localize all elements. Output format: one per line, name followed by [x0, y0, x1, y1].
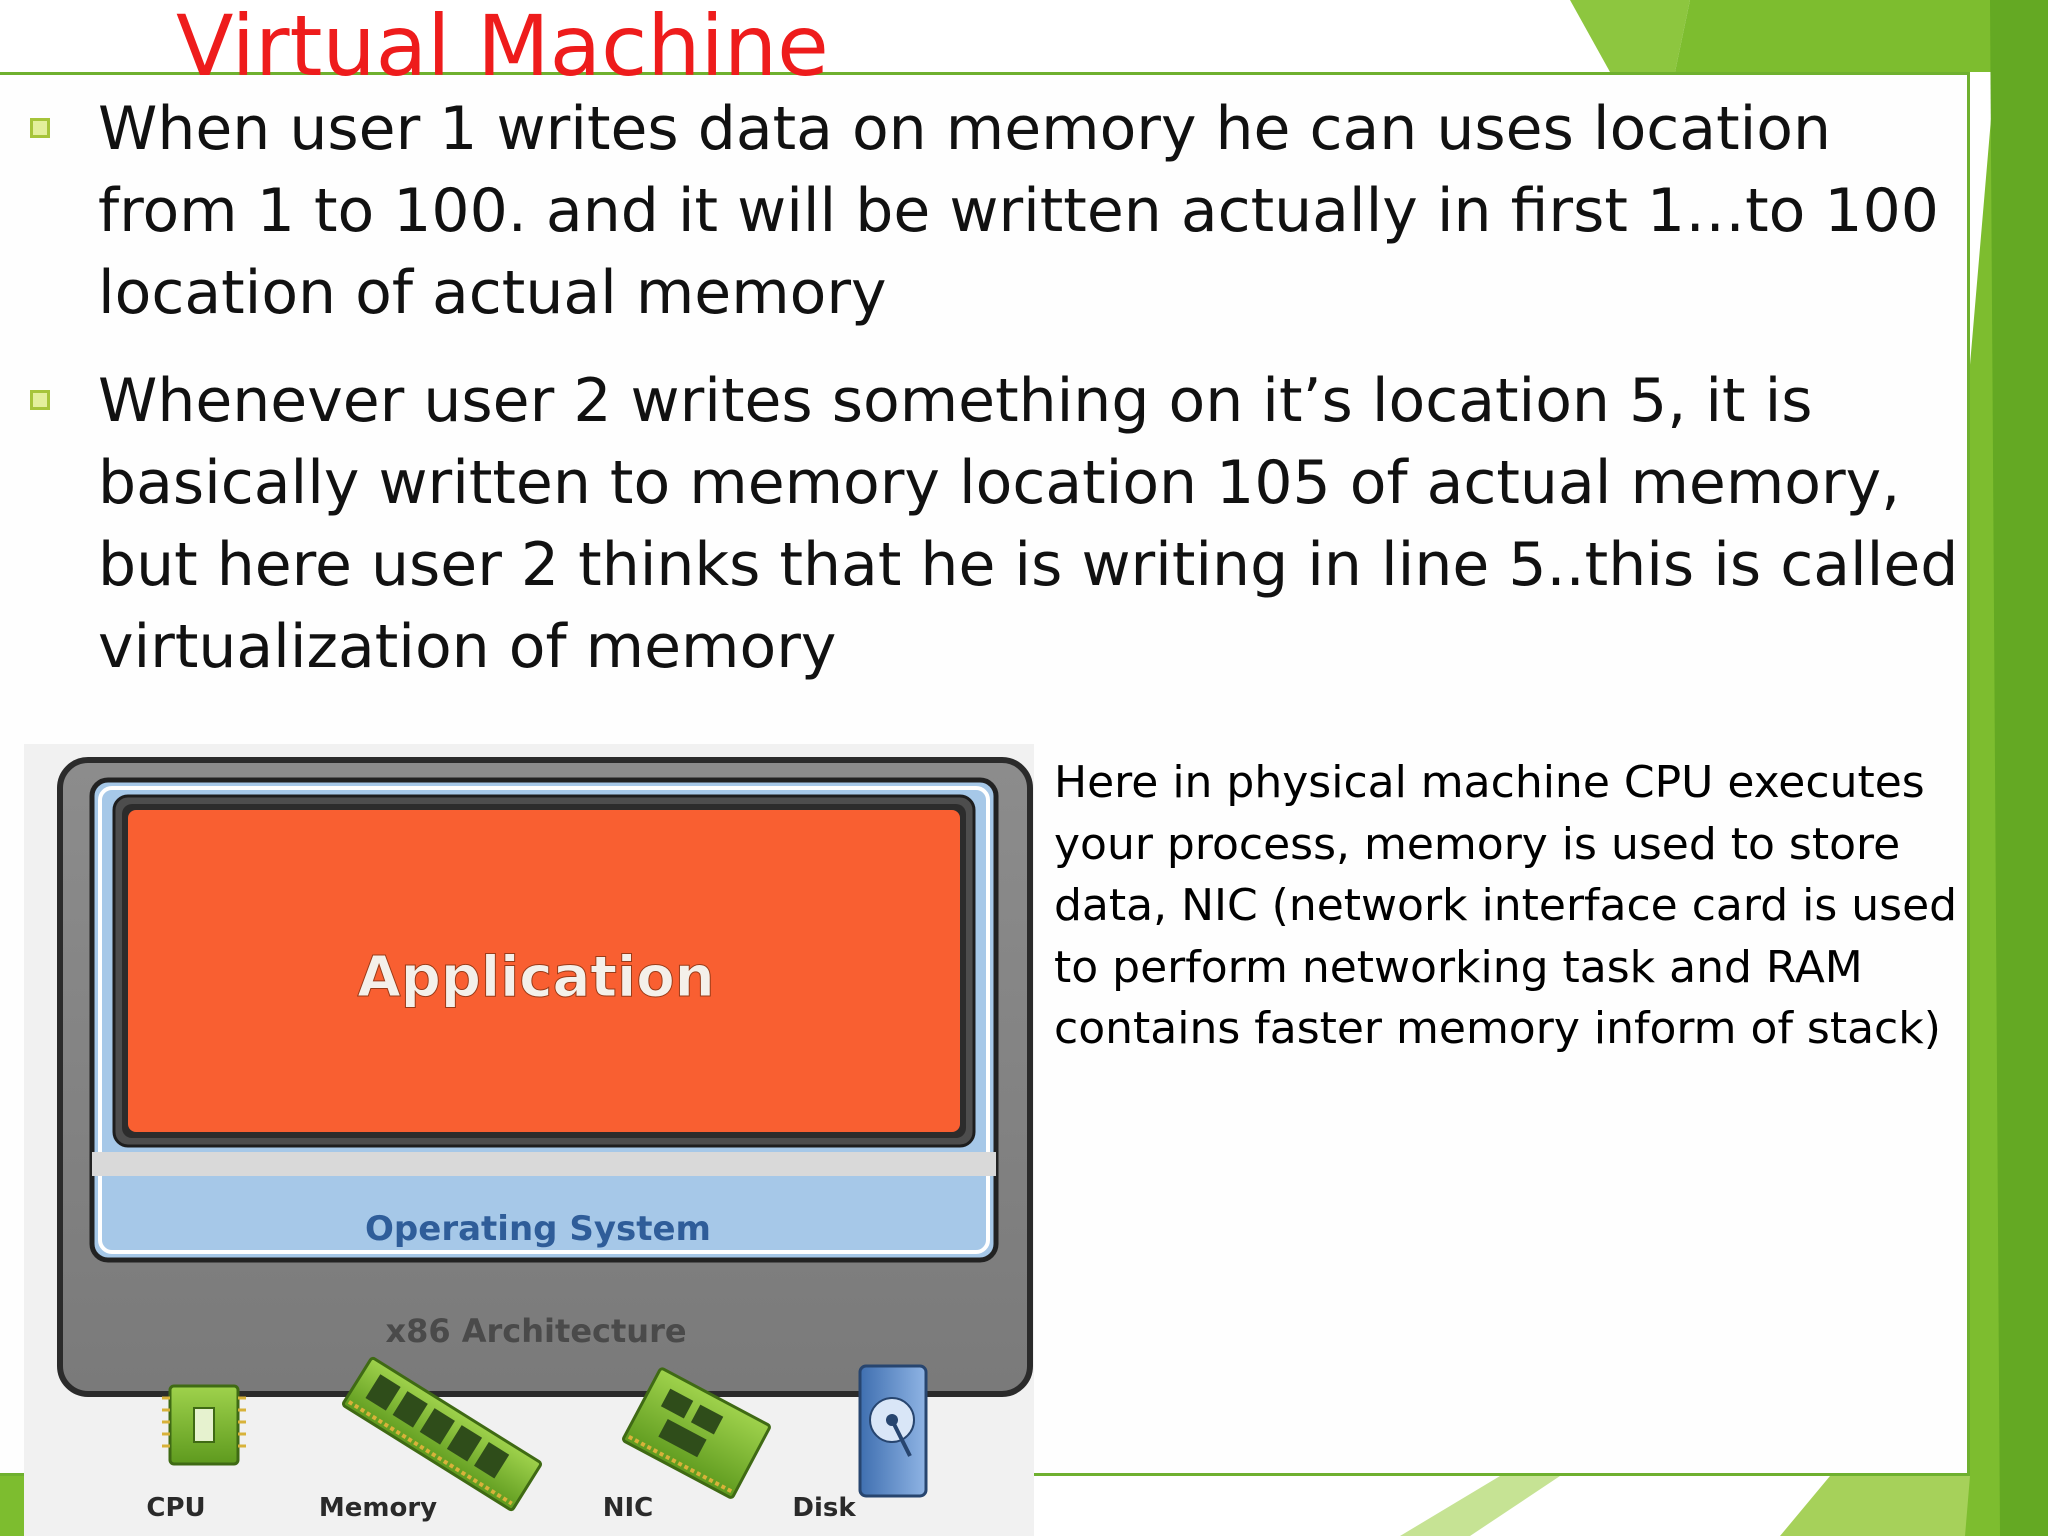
cpu-icon [162, 1384, 246, 1466]
nic-icon [622, 1367, 771, 1499]
disk-label: Disk [792, 1493, 856, 1523]
application-label: Application [357, 945, 714, 1010]
diagram-description: Here in physical machine CPU executes yo… [1054, 757, 1958, 1054]
computer-architecture-diagram: Application Operating System x86 Archite… [24, 744, 1034, 1536]
bullet-item: Whenever user 2 writes something on it’s… [20, 360, 1960, 688]
slide-title: Virtual Machine [176, 0, 829, 95]
disk-icon [858, 1364, 928, 1498]
memory-label: Memory [319, 1493, 437, 1523]
bullet-text: Whenever user 2 writes something on it’s… [98, 366, 1959, 682]
memory-icon [341, 1356, 543, 1512]
os-label: Operating System [365, 1209, 711, 1249]
nic-label: NIC [603, 1493, 654, 1523]
bullet-text: When user 1 writes data on memory he can… [98, 94, 1939, 328]
bullet-list: When user 1 writes data on memory he can… [20, 88, 1960, 688]
square-bullet-icon [30, 118, 50, 138]
square-bullet-icon [30, 390, 50, 410]
architecture-label: x86 Architecture [385, 1312, 686, 1350]
cpu-label: CPU [146, 1493, 205, 1523]
bullet-item: When user 1 writes data on memory he can… [20, 88, 1960, 334]
